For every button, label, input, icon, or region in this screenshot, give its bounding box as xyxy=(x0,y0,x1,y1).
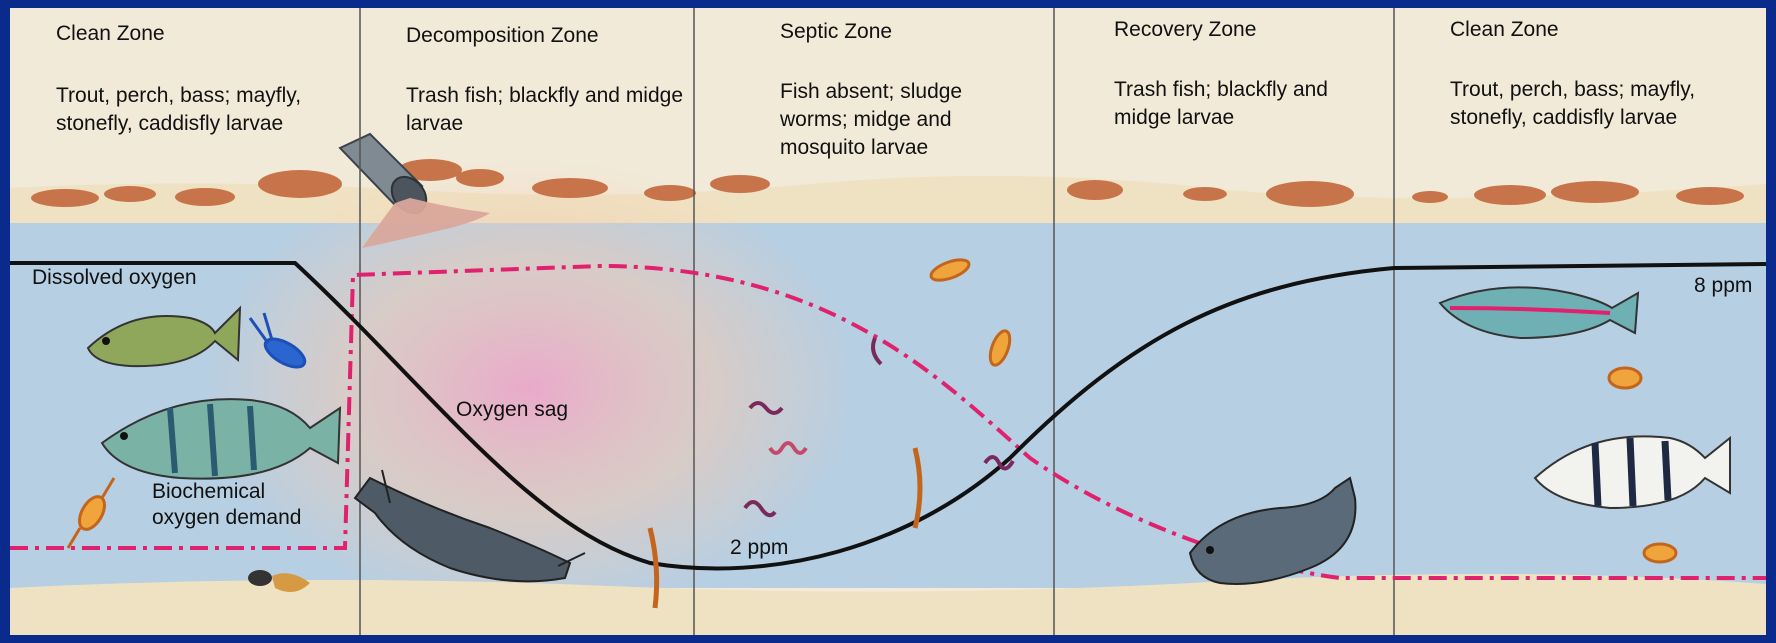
zone-description: Trash fish; blackfly and midge larvae xyxy=(406,82,686,138)
zone-title: Septic Zone xyxy=(780,20,892,44)
zone-title: Clean Zone xyxy=(56,22,165,46)
zone-septic: Septic Zone Fish absent; sludge worms; m… xyxy=(780,8,1040,198)
bod-label-line1: Biochemical xyxy=(152,480,265,504)
zone-title: Recovery Zone xyxy=(1114,18,1256,42)
zone-clean-downstream: Clean Zone Trout, perch, bass; mayfly, s… xyxy=(1450,8,1750,198)
dissolved-oxygen-label: Dissolved oxygen xyxy=(32,266,197,290)
zone-description: Trout, perch, bass; mayfly, stonefly, ca… xyxy=(56,82,336,138)
bod-label-line2: oxygen demand xyxy=(152,506,301,530)
zone-decomposition: Decomposition Zone Trash fish; blackfly … xyxy=(406,8,686,198)
zone-recovery: Recovery Zone Trash fish; blackfly and m… xyxy=(1114,8,1384,198)
oxygen-sag-label: Oxygen sag xyxy=(456,398,568,422)
zone-description: Fish absent; sludge worms; midge and mos… xyxy=(780,78,1020,162)
diagram-frame: Clean Zone Trout, perch, bass; mayfly, s… xyxy=(10,8,1766,635)
max-oxygen-value: 8 ppm xyxy=(1694,274,1752,298)
zone-title: Clean Zone xyxy=(1450,18,1559,42)
zone-description: Trash fish; blackfly and midge larvae xyxy=(1114,76,1374,132)
zone-title: Decomposition Zone xyxy=(406,24,599,48)
zone-description: Trout, perch, bass; mayfly, stonefly, ca… xyxy=(1450,76,1750,132)
zone-clean-upstream: Clean Zone Trout, perch, bass; mayfly, s… xyxy=(56,8,346,198)
min-oxygen-value: 2 ppm xyxy=(730,536,788,560)
